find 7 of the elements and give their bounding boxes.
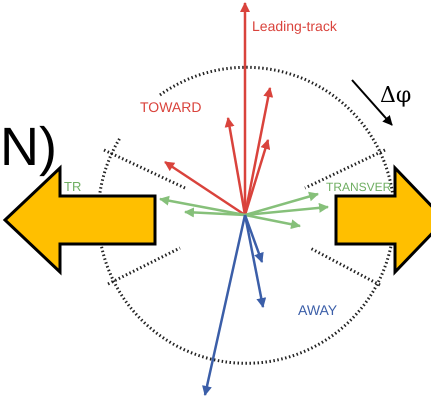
region-label: AWAY <box>298 302 338 318</box>
region-label: TOWARD <box>140 99 202 115</box>
heading-fragment: N) <box>0 117 57 177</box>
track-label: Leading-track <box>252 18 337 34</box>
region-label: TRANSVER <box>326 180 392 194</box>
region-label: TR <box>64 179 82 194</box>
angle-symbol: Δφ <box>380 83 412 108</box>
